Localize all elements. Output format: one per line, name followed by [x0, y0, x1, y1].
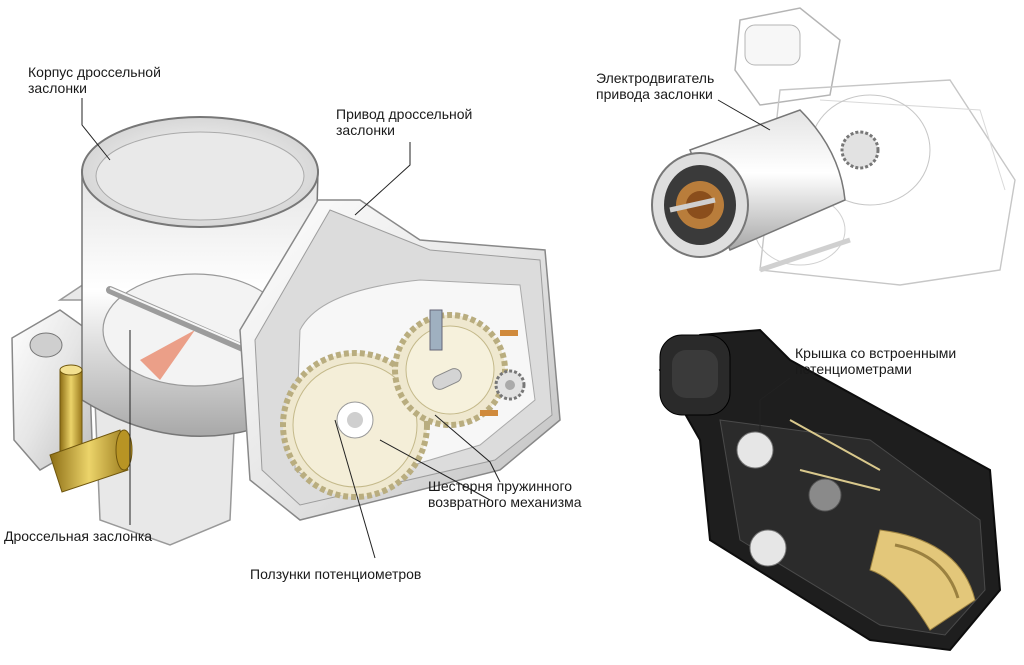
return-spring-gear: [392, 312, 508, 428]
coolant-pipe: [49, 364, 133, 493]
label-throttle-valve: Дроссельная заслонка: [4, 528, 153, 544]
leader-lines: [81, 98, 791, 559]
label-throttle-body: Корпус дроссельной заслонки: [28, 64, 161, 96]
drive-housing-ghost: [734, 7, 1016, 286]
label-return-gear: Шестерня пружинного возвратного механизм…: [428, 478, 582, 510]
label-throttle-drive: Привод дроссельной заслонки: [336, 106, 473, 138]
small-pinion: [494, 369, 526, 401]
main-gear: [280, 350, 430, 500]
potentiometer-cover: [658, 328, 1002, 652]
label-drive-motor: Электродвигатель привода заслонки: [596, 70, 715, 102]
label-pot-sliders: Ползунки потенциометров: [250, 566, 422, 582]
label-cover: Крышка со встроенными потенциометрами: [795, 345, 957, 377]
electric-motor: [651, 109, 880, 258]
